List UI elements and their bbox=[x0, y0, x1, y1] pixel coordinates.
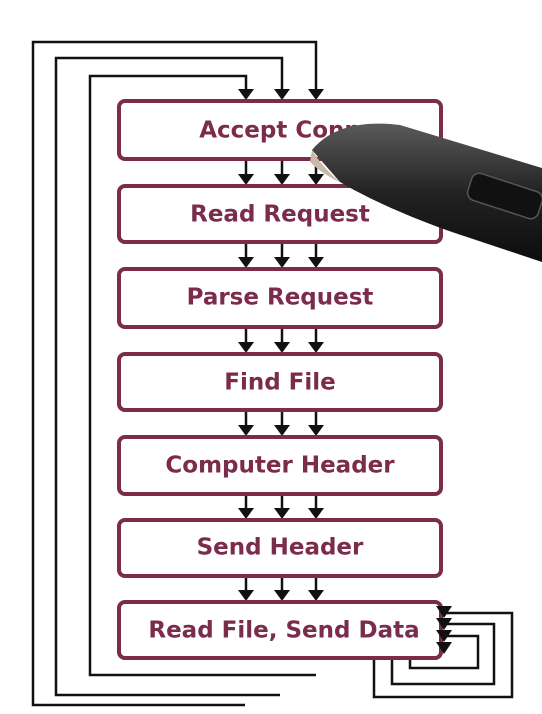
stage-read-file-send-data: Read File, Send Data bbox=[117, 600, 443, 660]
link-arrowhead bbox=[274, 508, 290, 519]
link-arrowhead bbox=[274, 89, 290, 100]
stage-label-parse-request: Parse Request bbox=[187, 285, 374, 311]
pipeline-links bbox=[238, 89, 324, 601]
stage-parse-request: Parse Request bbox=[117, 267, 443, 329]
self-loop-arrow-inner bbox=[436, 630, 452, 642]
link-arrowhead bbox=[308, 508, 324, 519]
feedback-loops-left bbox=[31, 40, 318, 707]
link-arrowhead bbox=[274, 342, 290, 353]
link-arrowhead bbox=[238, 590, 254, 601]
stage-label-read-file-send-data: Read File, Send Data bbox=[148, 618, 419, 644]
stage-label-send-header: Send Header bbox=[197, 535, 364, 561]
feedback-loop-inner bbox=[88, 74, 316, 677]
link-arrowhead bbox=[238, 257, 254, 268]
self-loop-middle bbox=[390, 622, 496, 686]
stage-label-read-request: Read Request bbox=[190, 202, 370, 228]
link-arrowhead bbox=[274, 257, 290, 268]
link-arrowhead bbox=[238, 342, 254, 353]
self-loops-right bbox=[372, 606, 514, 699]
pen-pointer-icon bbox=[310, 123, 542, 262]
self-loop-inner bbox=[408, 634, 480, 670]
link-arrowhead bbox=[274, 425, 290, 436]
link-arrowhead bbox=[238, 174, 254, 185]
stage-label-find-file: Find File bbox=[224, 370, 336, 396]
self-loop-arrow-outer bbox=[436, 606, 452, 618]
link-arrowhead bbox=[308, 425, 324, 436]
self-loop-arrow-middle bbox=[436, 618, 452, 630]
link-arrowhead bbox=[274, 590, 290, 601]
link-arrowhead bbox=[238, 508, 254, 519]
stage-find-file: Find File bbox=[117, 352, 443, 412]
feedback-loop-middle bbox=[54, 56, 284, 697]
link-arrowhead bbox=[238, 425, 254, 436]
pipeline-stages: Accept Conn Read Request Parse Request F… bbox=[117, 99, 443, 660]
link-arrowhead bbox=[308, 89, 324, 100]
self-loop-outer bbox=[372, 611, 514, 699]
stage-label-computer-header: Computer Header bbox=[165, 453, 395, 479]
stage-read-request: Read Request bbox=[117, 184, 443, 244]
link-arrowhead bbox=[238, 89, 254, 100]
stage-computer-header: Computer Header bbox=[117, 435, 443, 496]
link-arrowhead bbox=[308, 342, 324, 353]
link-arrowhead bbox=[308, 174, 324, 185]
link-arrowhead bbox=[308, 257, 324, 268]
self-loop-arrow-lower bbox=[436, 642, 452, 654]
link-arrowhead bbox=[274, 174, 290, 185]
feedback-loop-outer bbox=[31, 40, 318, 707]
link-arrowhead bbox=[308, 590, 324, 601]
stage-send-header: Send Header bbox=[117, 518, 443, 578]
